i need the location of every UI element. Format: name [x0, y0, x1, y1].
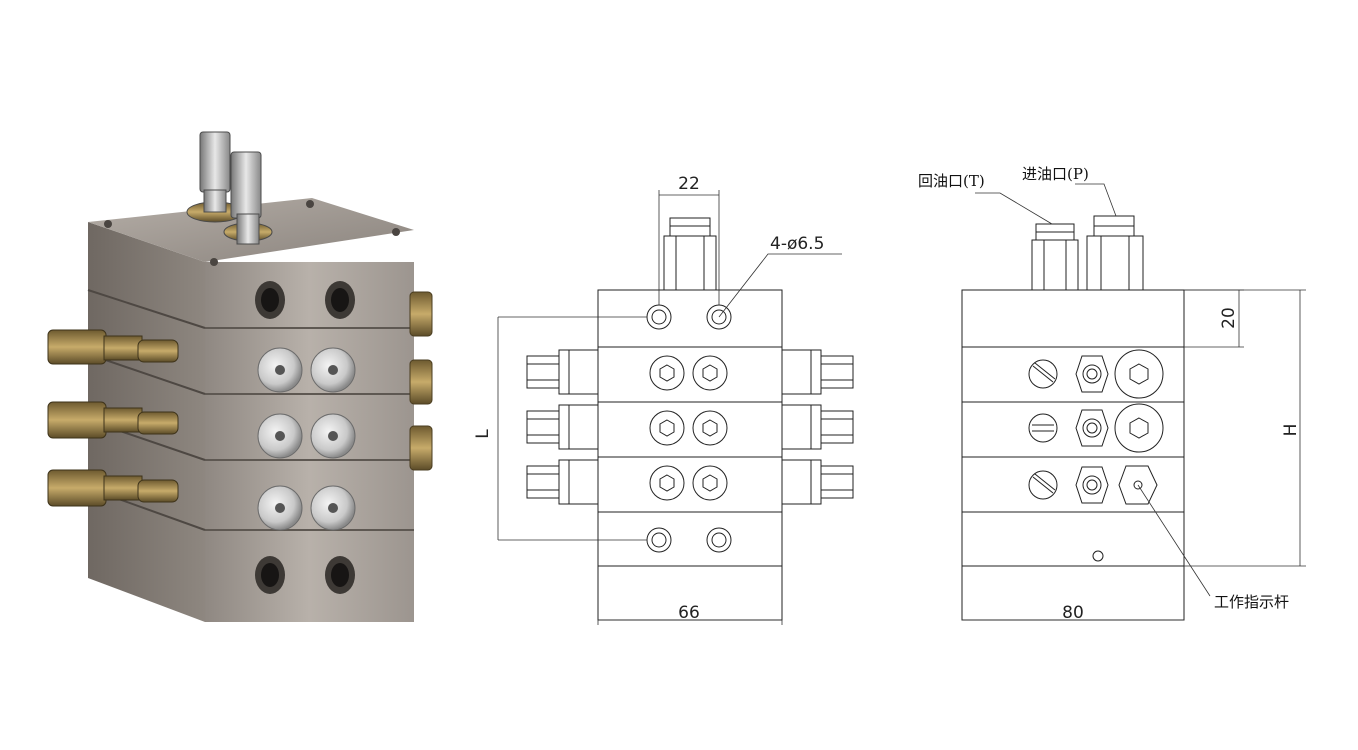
indicator-pin-icon: [1118, 465, 1158, 505]
right-outlet-fittings: [781, 349, 854, 505]
side-view-drawing: [961, 183, 1306, 621]
side-dim-side: [1184, 289, 1306, 567]
inlet-port-fitting: [1086, 215, 1144, 291]
screw-icon: [392, 228, 400, 236]
side-dim-bottom-label: 80: [1062, 603, 1084, 623]
left-fittings: [47, 329, 179, 507]
hole-callout-leader: [718, 253, 842, 318]
hole-callout-label: 4-ø6.5: [770, 234, 824, 254]
inlet-port-label: 进油口(P): [1022, 165, 1089, 183]
front-dim-top-label: 22: [678, 174, 700, 194]
side-dim-side-label: H: [1281, 424, 1301, 437]
screw-icon: [210, 258, 218, 266]
front-dim-bottom: [597, 619, 783, 625]
return-port-fitting: [1031, 223, 1079, 291]
screw-icon: [104, 220, 112, 228]
screw-icon: [306, 200, 314, 208]
product-illustration: [47, 131, 433, 622]
bottom-hole-icon: [1092, 550, 1104, 562]
indicator-leader: [1137, 484, 1211, 597]
front-dim-top: [658, 190, 720, 305]
side-dim-top-label: 20: [1219, 307, 1239, 329]
large-plug-icon: [1114, 349, 1164, 453]
slice-plugs: [257, 347, 356, 531]
front-dim-bottom-label: 66: [678, 603, 700, 623]
slotted-screw-icon: [1028, 359, 1058, 500]
right-fittings: [409, 291, 433, 471]
hex-socket-plug-icon: [649, 355, 728, 501]
return-port-leader: [975, 192, 1053, 225]
front-body-outline: [597, 289, 783, 621]
indicator-label: 工作指示杆: [1214, 593, 1289, 611]
hex-nut-icon: [1075, 355, 1109, 504]
side-body-outline: [961, 289, 1185, 621]
return-port-label: 回油口(T): [918, 172, 985, 190]
top-fittings: [186, 131, 273, 245]
top-plate-ports: [255, 281, 355, 319]
inlet-port-leader: [1075, 183, 1117, 217]
front-dim-side-label: L: [473, 429, 493, 439]
left-outlet-fittings: [526, 349, 599, 505]
block-front-face: [205, 262, 414, 622]
front-top-nut: [663, 217, 717, 291]
front-dim-side: [497, 316, 647, 541]
bottom-plate-ports: [255, 556, 355, 594]
front-view-drawing: [497, 190, 854, 625]
